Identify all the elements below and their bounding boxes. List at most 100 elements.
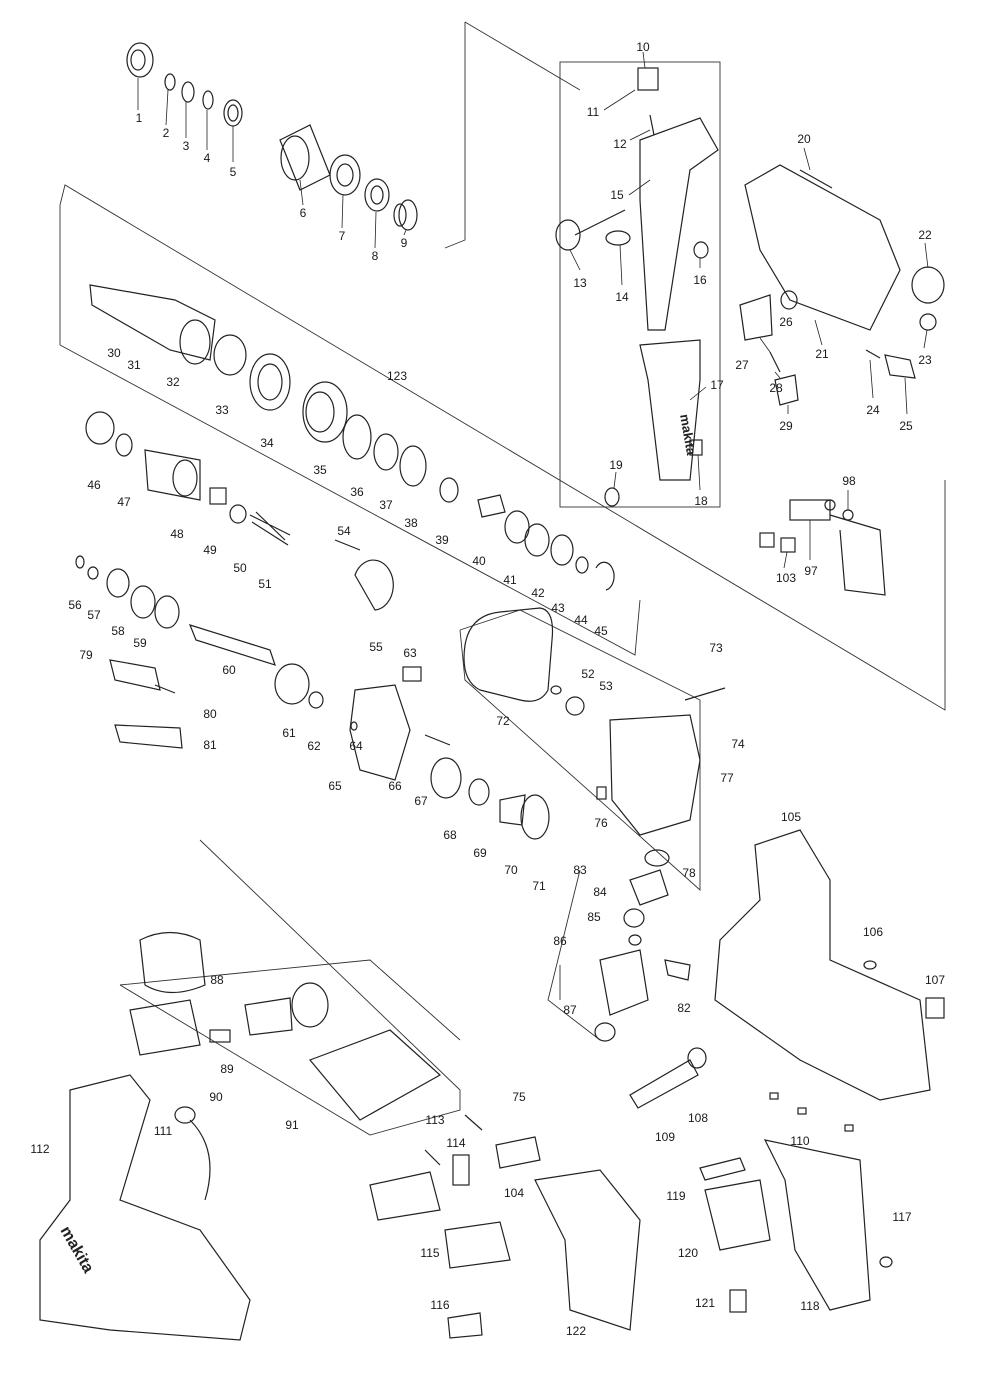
part-label-90: 90	[209, 1090, 223, 1104]
part-label-51: 51	[258, 577, 272, 591]
part-label-46: 46	[87, 478, 101, 492]
group-frames	[59, 21, 946, 1136]
part-label-107: 107	[924, 973, 946, 987]
part-label-87: 87	[563, 1003, 577, 1017]
part-label-55: 55	[369, 640, 383, 654]
part-label-62: 62	[307, 739, 321, 753]
part-label-41: 41	[503, 573, 517, 587]
part-label-104: 104	[503, 1186, 525, 1200]
part-label-56: 56	[68, 598, 82, 612]
part-label-34: 34	[260, 436, 274, 450]
part-label-61: 61	[282, 726, 296, 740]
part-label-75: 75	[512, 1090, 526, 1104]
part-label-26: 26	[779, 315, 793, 329]
motor-electronics	[129, 931, 442, 1121]
part-label-30: 30	[107, 346, 121, 360]
front-housing	[739, 164, 945, 406]
part-label-77: 77	[720, 771, 734, 785]
part-label-88: 88	[210, 973, 224, 987]
part-label-20: 20	[797, 132, 811, 146]
part-label-112: 112	[30, 1142, 50, 1156]
depth-gauge-parts	[759, 499, 886, 596]
part-label-86: 86	[553, 934, 567, 948]
part-label-42: 42	[531, 586, 545, 600]
part-label-70: 70	[504, 863, 518, 877]
part-label-76: 76	[594, 816, 608, 830]
part-label-31: 31	[127, 358, 141, 372]
handle-parts	[555, 67, 719, 507]
part-label-3: 3	[182, 139, 190, 153]
part-label-9: 9	[400, 236, 408, 250]
part-label-19: 19	[609, 458, 623, 472]
motor-housing	[629, 829, 945, 1132]
part-label-23: 23	[918, 353, 932, 367]
part-label-85: 85	[587, 910, 601, 924]
part-label-24: 24	[866, 403, 880, 417]
part-label-52: 52	[581, 667, 595, 681]
part-label-14: 14	[615, 290, 629, 304]
part-label-58: 58	[111, 624, 125, 638]
part-label-64: 64	[349, 739, 363, 753]
part-label-7: 7	[338, 229, 346, 243]
part-label-74: 74	[731, 737, 745, 751]
part-label-109: 109	[654, 1130, 676, 1144]
logo-graphics: makita makita	[57, 413, 700, 1276]
part-label-84: 84	[593, 885, 607, 899]
part-label-83: 83	[573, 863, 587, 877]
part-label-106: 106	[862, 925, 884, 939]
part-label-72: 72	[496, 714, 510, 728]
part-label-98: 98	[842, 474, 856, 488]
part-label-10: 10	[636, 40, 650, 54]
part-label-79: 79	[79, 648, 93, 662]
part-label-123: 123	[386, 369, 408, 383]
part-label-21: 21	[815, 347, 829, 361]
part-label-45: 45	[594, 624, 608, 638]
part-label-39: 39	[435, 533, 449, 547]
handle-logo-text: makita	[677, 413, 699, 457]
part-label-12: 12	[613, 137, 627, 151]
part-label-114: 114	[446, 1136, 466, 1150]
part-label-27: 27	[735, 358, 749, 372]
lower-housing-parts	[39, 1074, 893, 1341]
part-label-5: 5	[229, 165, 237, 179]
part-label-67: 67	[414, 794, 428, 808]
part-label-13: 13	[573, 276, 587, 290]
part-label-57: 57	[87, 608, 101, 622]
part-label-119: 119	[666, 1189, 686, 1203]
part-label-89: 89	[220, 1062, 234, 1076]
part-label-48: 48	[170, 527, 184, 541]
part-label-8: 8	[371, 249, 379, 263]
part-label-71: 71	[532, 879, 546, 893]
part-label-81: 81	[203, 738, 217, 752]
part-label-4: 4	[203, 151, 211, 165]
part-label-113: 113	[425, 1113, 445, 1127]
part-label-60: 60	[222, 663, 236, 677]
part-label-15: 15	[610, 188, 624, 202]
part-label-121: 121	[694, 1296, 716, 1310]
part-label-66: 66	[388, 779, 402, 793]
part-label-63: 63	[403, 646, 417, 660]
part-label-54: 54	[337, 524, 351, 538]
part-label-17: 17	[710, 378, 724, 392]
part-label-59: 59	[133, 636, 147, 650]
barrel-parts	[89, 284, 615, 591]
gear-parts	[75, 539, 550, 840]
part-label-40: 40	[472, 554, 486, 568]
housing-logo-text: makita	[57, 1224, 97, 1276]
part-label-110: 110	[790, 1134, 810, 1148]
part-label-38: 38	[404, 516, 418, 530]
part-label-53: 53	[599, 679, 613, 693]
chuck-parts	[126, 42, 418, 231]
part-label-97: 97	[804, 564, 818, 578]
part-label-50: 50	[233, 561, 247, 575]
part-label-120: 120	[677, 1246, 699, 1260]
part-label-28: 28	[769, 381, 783, 395]
part-label-122: 122	[565, 1324, 587, 1338]
part-label-118: 118	[800, 1299, 820, 1313]
part-label-35: 35	[313, 463, 327, 477]
part-label-80: 80	[203, 707, 217, 721]
gear-housing	[463, 607, 726, 867]
part-label-103: 103	[775, 571, 797, 585]
part-label-105: 105	[780, 810, 802, 824]
